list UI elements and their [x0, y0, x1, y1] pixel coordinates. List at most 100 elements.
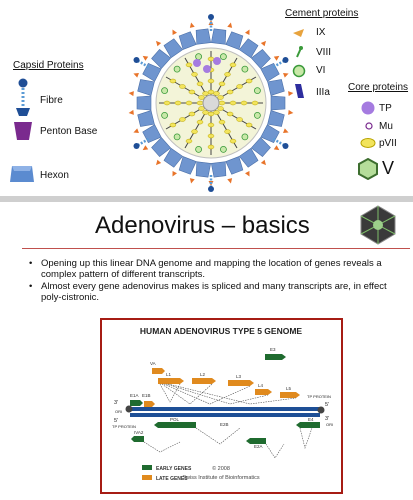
- l3-label: L3: [236, 374, 242, 379]
- cement-ix-unit: [142, 55, 149, 61]
- hexon-unit: [137, 110, 155, 127]
- e1a-arrow: [130, 400, 143, 406]
- capsid-penton-label: Penton Base: [40, 126, 98, 137]
- l4-label: L4: [258, 383, 264, 388]
- pol-arrow: [154, 422, 196, 428]
- cement-ix-unit: [155, 40, 162, 47]
- cement-ix-unit: [288, 91, 294, 97]
- dna-strand-top: [130, 407, 320, 411]
- hexon-unit: [151, 137, 172, 157]
- tp-right-label: TP PROTEIN: [307, 394, 331, 399]
- v-icon: [358, 158, 378, 180]
- hexon-icon: [10, 166, 34, 182]
- pvii-unit: [226, 89, 234, 95]
- pvii-unit: [207, 111, 215, 117]
- cement-ix-unit: [128, 91, 134, 97]
- pol-label: POL: [170, 417, 180, 422]
- ori-right: ORI: [326, 422, 333, 427]
- ori-left: ORI: [115, 409, 122, 414]
- cement-ix-unit: [260, 159, 267, 166]
- pvii-unit: [179, 117, 186, 122]
- cement-ix-unit: [128, 109, 134, 115]
- vi-icon: [292, 64, 306, 78]
- pvii-unit: [213, 91, 220, 96]
- e3-label: E3: [270, 347, 276, 352]
- fibre-knob: [208, 14, 214, 20]
- slide-title: Adenovirus – basics: [95, 212, 310, 239]
- hexon-unit: [210, 161, 227, 178]
- pvii-unit: [185, 138, 193, 144]
- pvii-unit: [236, 84, 243, 89]
- cement-ix-unit: [244, 29, 250, 36]
- fibre-knob: [282, 143, 289, 149]
- bullet-item: Opening up this linear DNA genome and ma…: [27, 258, 387, 280]
- hexon-unit: [142, 124, 162, 144]
- pvii-unit: [185, 62, 193, 68]
- slide-separator: [0, 196, 413, 202]
- hexon-unit: [250, 49, 271, 69]
- l2-label: L2: [200, 372, 206, 377]
- cement-ix-unit: [273, 145, 280, 151]
- hexon-unit: [163, 147, 184, 168]
- hexon-unit: [225, 31, 244, 50]
- capsid-slide: Capsid Proteins Fibre Penton Base Hexon …: [0, 0, 413, 196]
- fibre-icon: [16, 78, 30, 116]
- p3-left: 3': [114, 400, 118, 406]
- ix-icon: [293, 29, 304, 37]
- hexon-unit: [267, 79, 285, 96]
- cement-ix-label: IX: [316, 27, 326, 38]
- copyright: © 2008: [212, 465, 230, 472]
- iva2-arrow: [131, 436, 144, 442]
- core-tp-label: TP: [379, 103, 392, 114]
- legend-early-swatch: [142, 465, 152, 470]
- pvii-unit: [229, 100, 237, 106]
- capsid-fibre-label: Fibre: [40, 95, 63, 106]
- pvii-unit: [179, 84, 186, 89]
- hexon-unit: [250, 137, 271, 157]
- l1-arrow: [158, 378, 184, 384]
- cement-heading: Cement proteins: [285, 8, 359, 19]
- pvii-unit: [202, 91, 209, 96]
- l5-arrow: [280, 392, 300, 398]
- cement-ix-unit: [155, 159, 162, 166]
- pvii-unit: [207, 89, 215, 95]
- p3-right: 3': [325, 416, 329, 422]
- iva2-label: IVA2: [134, 430, 144, 435]
- e4-arrow: [296, 422, 320, 428]
- pvii-unit: [236, 117, 243, 122]
- tp-unit: [213, 57, 221, 65]
- core-heading: Core proteins: [348, 82, 409, 93]
- genome-title: Human Adenovirus Type 5 genome: [140, 326, 302, 336]
- pvii-unit: [245, 122, 253, 128]
- hexon-unit: [270, 95, 286, 111]
- pvii-unit: [224, 129, 231, 134]
- e1b-late-arrow: [144, 401, 155, 407]
- pvii-unit: [224, 72, 231, 77]
- pvii-unit: [188, 89, 196, 95]
- e4-label: E4: [308, 417, 314, 422]
- viii-icon: [296, 46, 303, 58]
- genome-figure: Human Adenovirus Type 5 genome 3' 5' 5' …: [100, 318, 343, 494]
- pvii-unit: [202, 110, 209, 115]
- fibre-knob: [282, 57, 289, 63]
- pvii-unit: [188, 111, 196, 117]
- l3-arrow: [228, 380, 254, 386]
- hexon-unit: [195, 161, 212, 178]
- title-rule: [22, 248, 410, 249]
- tp-icon: [361, 101, 375, 115]
- fibre-knob: [133, 57, 140, 63]
- capsid-heading: Capsid Proteins: [13, 60, 84, 71]
- pvii-unit: [217, 95, 224, 100]
- pvii-unit: [191, 129, 198, 134]
- pvii-icon: [360, 138, 376, 148]
- penton-base-icon: [14, 122, 32, 140]
- vi-unit: [220, 145, 227, 153]
- vi-unit: [241, 133, 249, 141]
- p5-left: 5': [114, 418, 118, 424]
- cement-viii-label: VIII: [316, 47, 332, 58]
- pvii-unit: [213, 110, 220, 115]
- mu-icon: [365, 122, 373, 130]
- tp-unit: [193, 59, 201, 67]
- figure-frame: [100, 318, 343, 494]
- vi-unit: [195, 145, 202, 153]
